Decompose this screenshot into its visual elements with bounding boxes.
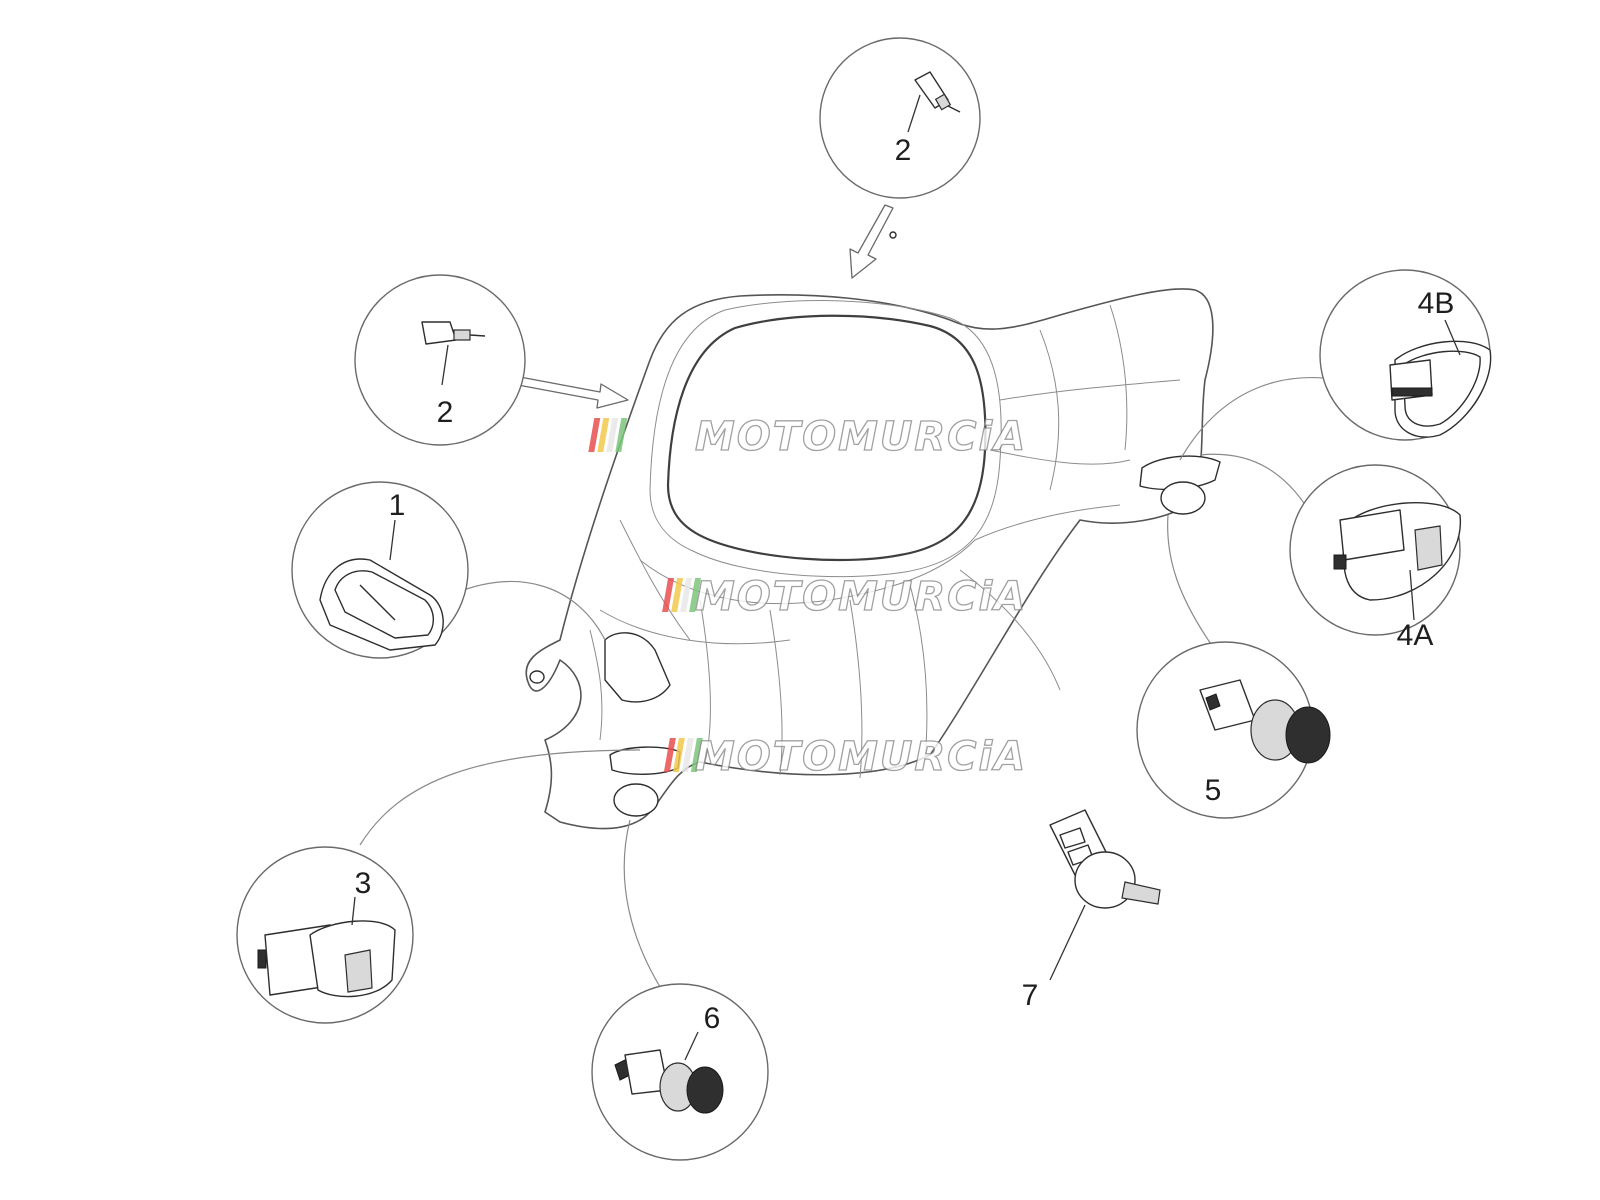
watermark-2: MOTOMURCiA (662, 573, 1027, 621)
label-part-1: 1 (389, 489, 406, 522)
label-part-6: 6 (704, 1002, 721, 1035)
label-part-3: 3 (355, 867, 372, 900)
part-4B-drawing (1389, 319, 1492, 438)
watermark-stripes (588, 418, 628, 452)
reference-labels: 2 2 1 3 6 4B 4A 5 7 (355, 134, 1455, 1035)
watermark-3: MOTOMURCiA (663, 733, 1027, 781)
part-3-drawing (257, 896, 396, 998)
part-1-drawing (319, 519, 444, 651)
handlebar-cover (525, 231, 1221, 830)
label-part-4A: 4A (1397, 619, 1434, 652)
part-6-drawing (614, 1031, 724, 1114)
part-7-drawing (1049, 809, 1161, 981)
watermark-text: MOTOMURCiA (695, 414, 1027, 460)
part-4A-drawing (1333, 501, 1461, 621)
part-5-drawing (1199, 679, 1331, 764)
leader-lines (359, 377, 1341, 996)
part-2-left-drawing (421, 321, 486, 386)
label-part-7: 7 (1022, 979, 1039, 1012)
label-part-2-top: 2 (895, 134, 912, 167)
label-part-4B: 4B (1418, 287, 1455, 320)
label-part-2-left: 2 (437, 396, 454, 429)
watermark-text: MOTOMURCiA (695, 734, 1027, 780)
watermark-text: MOTOMURCiA (695, 574, 1027, 620)
watermark-stripes (662, 578, 702, 612)
top-arrow (849, 204, 894, 279)
watermark-stripes (663, 738, 703, 772)
callout-circle-2-top (819, 37, 981, 199)
label-part-5: 5 (1205, 774, 1222, 807)
callout-circle-2-left (354, 274, 526, 446)
left-arrow (517, 376, 629, 409)
watermark-1: MOTOMURCiA (588, 413, 1027, 461)
part-2-top-drawing (907, 71, 961, 133)
